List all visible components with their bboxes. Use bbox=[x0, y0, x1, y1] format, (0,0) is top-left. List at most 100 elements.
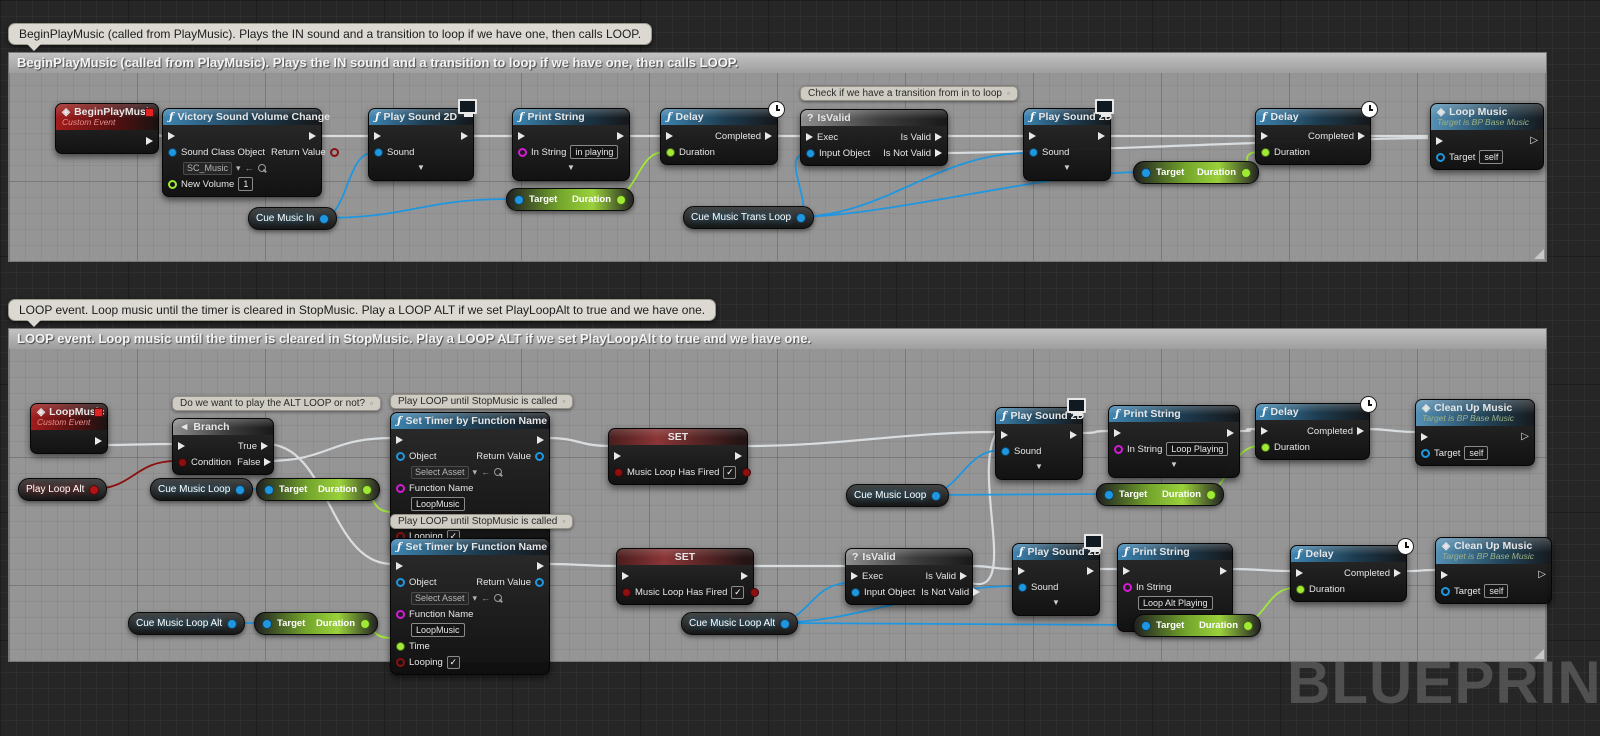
duration-float-pin[interactable] bbox=[616, 194, 626, 205]
cue-music-in-variable-get[interactable]: Cue Music In bbox=[248, 207, 338, 230]
clean-up-music-2-object-pin[interactable] bbox=[1441, 586, 1450, 596]
set-music-loop-has-fired-2-exec-pin[interactable] bbox=[622, 572, 629, 580]
play-sound-2d-2-exec-pin[interactable] bbox=[1029, 132, 1036, 140]
clean-up-music-1-object-pin[interactable] bbox=[1421, 448, 1430, 458]
cue-music-trans-loop-variable-get[interactable]: Cue Music Trans Loop bbox=[683, 206, 815, 229]
delay-4-exec-pin[interactable] bbox=[1296, 569, 1303, 577]
delay-1-float-pin[interactable] bbox=[666, 147, 675, 157]
cue-music-loop-2-variable-get[interactable]: Cue Music Loop bbox=[846, 484, 950, 507]
victory-sound-volume-change-exec-pin[interactable] bbox=[168, 132, 175, 140]
target-object-pin[interactable] bbox=[1141, 167, 1151, 178]
set-timer-by-function-name-1-asset-value[interactable]: Select Asset bbox=[411, 465, 469, 479]
duration-float-pin[interactable] bbox=[362, 484, 372, 495]
clean-up-music-2-exec-pin[interactable] bbox=[1441, 571, 1448, 579]
print-string-3-value-box[interactable]: Loop Playing bbox=[1166, 442, 1229, 456]
set-music-loop-has-fired-2-bool-pin[interactable] bbox=[750, 587, 760, 597]
branch-exec-pin[interactable] bbox=[261, 442, 268, 450]
play-loop-alt-output-pin[interactable] bbox=[89, 484, 100, 495]
duration-float-pin[interactable] bbox=[360, 618, 370, 629]
cue-music-loop-1-output-pin[interactable] bbox=[235, 484, 246, 495]
print-string-3-exec-pin[interactable] bbox=[1227, 429, 1234, 437]
chevron-down-icon[interactable]: ▾ bbox=[472, 466, 478, 477]
print-string-1-value-box[interactable]: in playing bbox=[570, 145, 619, 159]
clean-up-music-1-exec-pin[interactable] bbox=[1421, 433, 1428, 441]
set-timer-by-function-name-2-asset-picker[interactable]: Select Asset▾← bbox=[411, 591, 503, 605]
back-arrow-icon[interactable]: ← bbox=[244, 163, 254, 173]
target-object-pin[interactable] bbox=[1141, 620, 1151, 631]
print-string-1-string-pin[interactable] bbox=[518, 147, 527, 157]
is-valid-1-header[interactable]: ?IsValid bbox=[801, 110, 947, 126]
set-music-loop-has-fired-2-exec-pin[interactable] bbox=[741, 572, 748, 580]
cue-music-in-output-pin[interactable] bbox=[319, 213, 330, 224]
is-valid-1-object-pin[interactable] bbox=[806, 148, 815, 158]
victory-sound-volume-change-value-box[interactable]: 1 bbox=[238, 177, 254, 191]
play-loop-alt-variable-get[interactable]: Play Loop Alt bbox=[18, 478, 108, 501]
set-timer-by-function-name-2-value-box[interactable]: LoopMusic bbox=[411, 623, 465, 637]
set-timer-by-function-name-1-exec-pin[interactable] bbox=[537, 436, 544, 444]
set-timer-by-function-name-2-checkbox[interactable]: ✓ bbox=[446, 655, 460, 669]
delay-2-exec-pin[interactable] bbox=[1261, 132, 1268, 140]
victory-sound-volume-change-float-pin[interactable] bbox=[168, 179, 177, 189]
print-string-3-exec-pin[interactable] bbox=[1114, 429, 1121, 437]
is-valid-2-exec-pin[interactable] bbox=[973, 588, 981, 596]
set-timer-by-function-name-1-exec-pin[interactable] bbox=[396, 436, 403, 444]
set-music-loop-has-fired-1-bool-pin[interactable] bbox=[614, 467, 623, 477]
chevron-down-icon[interactable]: ▼ bbox=[1035, 462, 1043, 471]
back-arrow-icon[interactable]: ← bbox=[481, 593, 491, 603]
print-string-4-value-box[interactable]: Loop Alt Playing bbox=[1138, 596, 1213, 610]
victory-sound-volume-change-asset-value[interactable]: SC_Music bbox=[183, 161, 233, 175]
play-sound-2d-1-object-pin[interactable] bbox=[374, 147, 383, 157]
cue-music-loop-alt-2-variable-get[interactable]: Cue Music Loop Alt bbox=[681, 612, 799, 635]
clean-up-music-2-exec-pin[interactable]: ▷ bbox=[1538, 569, 1546, 580]
chevron-down-icon[interactable]: ▾ bbox=[236, 162, 241, 173]
set-music-loop-has-fired-2-header[interactable]: SET bbox=[617, 549, 753, 565]
target-object-pin[interactable] bbox=[262, 618, 272, 629]
set-timer-by-function-name-1-value-box[interactable]: LoopMusic bbox=[411, 497, 465, 511]
target-object-pin[interactable] bbox=[264, 484, 274, 495]
comment-pin-icon[interactable]: ▫ bbox=[370, 399, 373, 408]
set-music-loop-has-fired-2-bool-pin[interactable] bbox=[622, 587, 631, 597]
duration-float-pin[interactable] bbox=[1243, 620, 1253, 631]
cue-music-trans-loop-output-pin[interactable] bbox=[796, 212, 807, 223]
victory-sound-volume-change-object-pin[interactable] bbox=[168, 147, 177, 157]
comment-pin-icon[interactable]: ▫ bbox=[1006, 89, 1010, 98]
branch-bool-pin[interactable] bbox=[178, 457, 187, 467]
loop-music-event-exec-pin[interactable] bbox=[95, 437, 102, 445]
set-timer-by-function-name-2-asset-value[interactable]: Select Asset bbox=[411, 591, 469, 605]
set-music-loop-has-fired-1-header[interactable]: SET bbox=[609, 429, 747, 445]
print-string-4-exec-pin[interactable] bbox=[1123, 567, 1130, 575]
clean-up-music-1-exec-pin[interactable]: ▷ bbox=[1521, 431, 1529, 442]
chevron-down-icon[interactable]: ▼ bbox=[1170, 460, 1178, 469]
comment-pin-icon[interactable]: ▫ bbox=[562, 397, 566, 406]
duration-float-pin[interactable] bbox=[1206, 489, 1216, 500]
set-timer-by-function-name-2-exec-pin[interactable] bbox=[537, 562, 544, 570]
set-timer-by-function-name-2-string-pin[interactable] bbox=[396, 609, 405, 619]
delay-1-exec-pin[interactable] bbox=[765, 132, 772, 140]
